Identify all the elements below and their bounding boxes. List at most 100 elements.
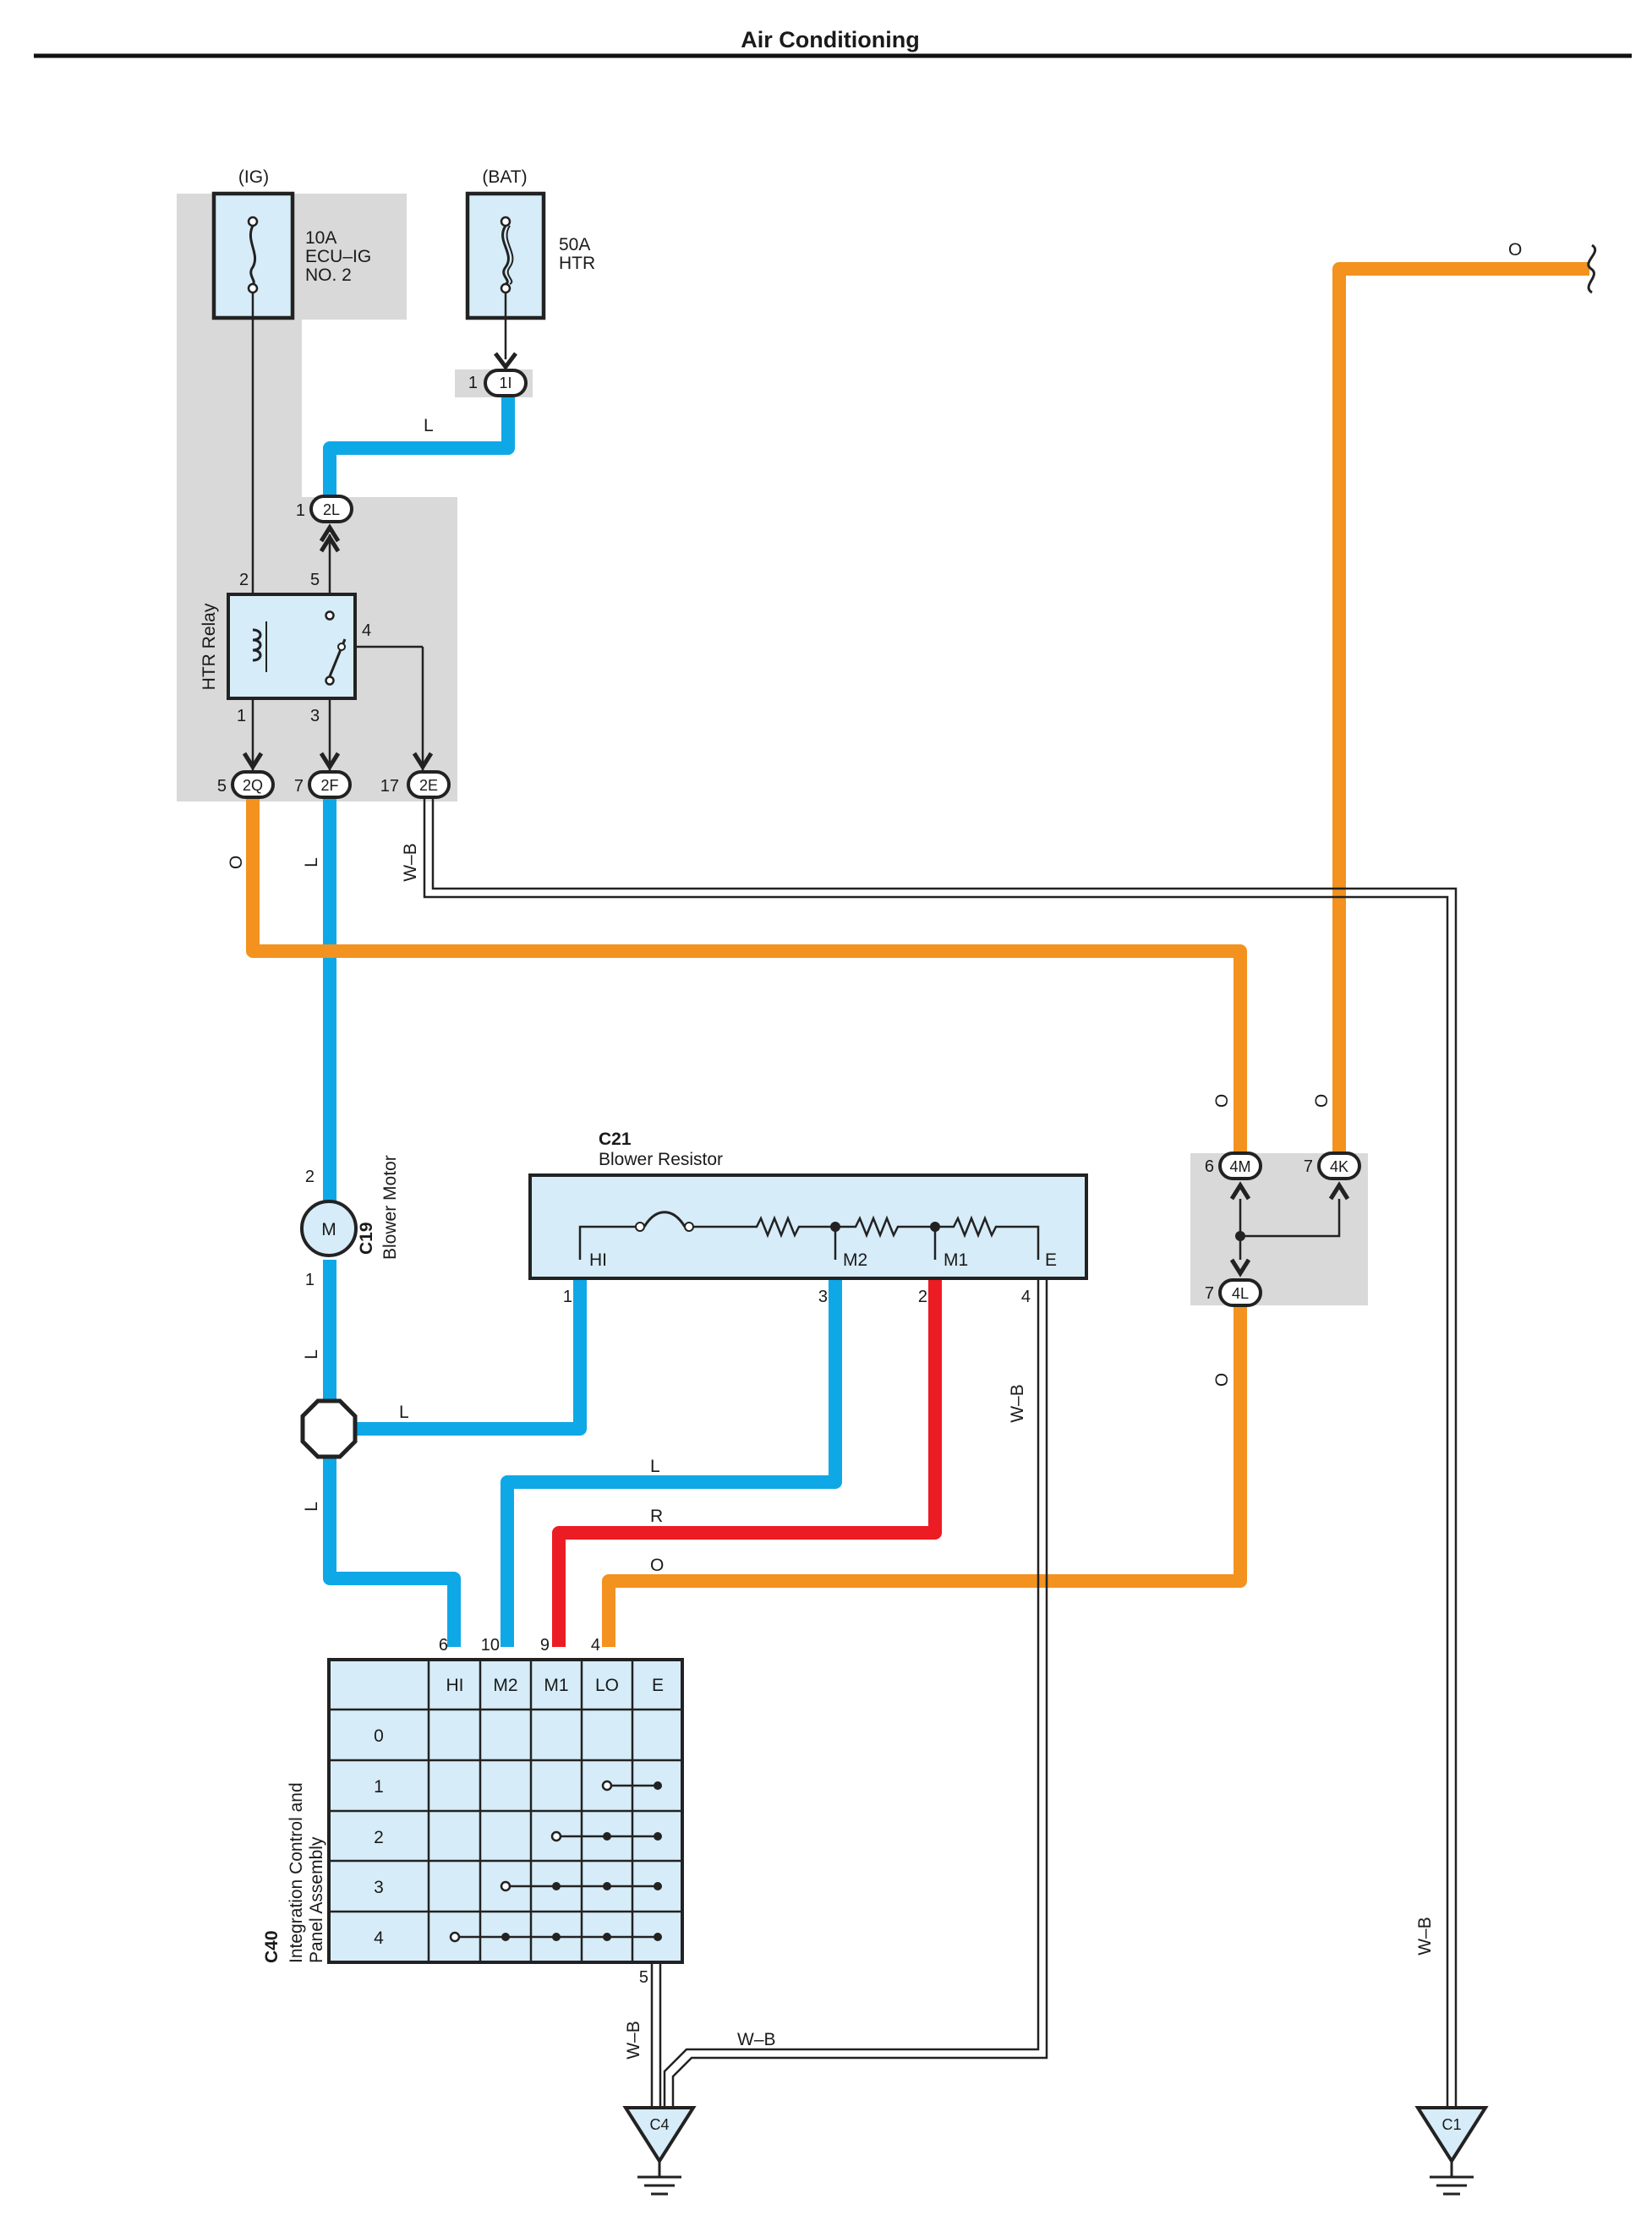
svg-text:L: L: [302, 1502, 321, 1512]
svg-text:2: 2: [305, 1168, 315, 1186]
wire-splice: [300, 1398, 358, 1459]
svg-text:L: L: [424, 416, 434, 435]
connector-4M: 6 4M: [1205, 1152, 1262, 1201]
wires-white-black: [423, 798, 1458, 2108]
svg-text:W–B: W–B: [737, 2030, 776, 2049]
wires-blue: [323, 397, 842, 1647]
svg-text:W–B: W–B: [1008, 1384, 1027, 1423]
svg-text:C1: C1: [1441, 2116, 1461, 2133]
wires-orange: [246, 262, 1589, 1647]
svg-text:2: 2: [918, 1288, 927, 1306]
svg-text:10: 10: [481, 1636, 500, 1655]
svg-text:1: 1: [563, 1288, 572, 1306]
svg-text:ECU–IG: ECU–IG: [305, 247, 371, 266]
svg-text:E: E: [1045, 1250, 1057, 1270]
svg-text:Blower Resistor: Blower Resistor: [599, 1150, 723, 1169]
svg-text:4: 4: [374, 1928, 384, 1948]
svg-text:10A: 10A: [305, 228, 336, 248]
svg-text:7: 7: [1205, 1284, 1214, 1303]
svg-text:4: 4: [1021, 1288, 1031, 1306]
svg-text:O: O: [1508, 240, 1522, 260]
svg-text:R: R: [650, 1507, 663, 1526]
svg-text:4: 4: [362, 621, 371, 640]
svg-text:1: 1: [374, 1777, 384, 1797]
svg-text:3: 3: [818, 1288, 828, 1306]
page-title: Air Conditioning: [741, 27, 919, 52]
svg-text:C21: C21: [599, 1130, 632, 1149]
svg-text:7: 7: [1304, 1157, 1313, 1176]
svg-text:5: 5: [310, 571, 320, 589]
ground-c1: C1: [1414, 2106, 1489, 2196]
svg-text:4K: 4K: [1330, 1158, 1348, 1175]
svg-text:Blower Motor: Blower Motor: [380, 1155, 400, 1260]
svg-text:L: L: [650, 1457, 660, 1476]
svg-text:C4: C4: [649, 2116, 669, 2133]
svg-text:W–B: W–B: [624, 2021, 643, 2060]
svg-text:2F: 2F: [320, 777, 338, 794]
svg-text:HI: HI: [589, 1250, 607, 1270]
svg-text:2E: 2E: [419, 777, 438, 794]
svg-text:4M: 4M: [1229, 1158, 1250, 1175]
svg-text:C40: C40: [262, 1930, 282, 1963]
junction-block-shading: [177, 194, 1368, 1305]
connector-2L: 1 2L: [296, 495, 353, 553]
svg-text:L: L: [302, 857, 321, 867]
svg-text:Panel Assembly: Panel Assembly: [307, 1836, 326, 1963]
svg-text:L: L: [399, 1403, 409, 1422]
svg-text:2: 2: [239, 571, 249, 589]
svg-text:O: O: [1212, 1373, 1232, 1387]
svg-text:HTR: HTR: [559, 254, 595, 273]
svg-text:O: O: [1212, 1094, 1232, 1108]
svg-text:M: M: [321, 1220, 336, 1239]
junction-4-internal: [1235, 1199, 1341, 1260]
svg-text:O: O: [1312, 1094, 1332, 1108]
svg-text:2: 2: [374, 1828, 384, 1847]
blower-motor: M 2 1 C19 Blower Motor: [300, 1155, 400, 1289]
connector-1I: 1 1I: [468, 352, 528, 397]
svg-text:M2: M2: [493, 1676, 517, 1695]
svg-text:2Q: 2Q: [243, 777, 263, 794]
svg-text:HI: HI: [446, 1676, 464, 1695]
svg-text:3: 3: [310, 707, 320, 725]
svg-text:1: 1: [237, 707, 246, 725]
svg-text:1: 1: [305, 1271, 315, 1289]
connector-2E: 17 2E: [380, 752, 451, 799]
fuse-htr: (BAT) 50A HTR: [465, 167, 595, 320]
connector-2Q: 5 2Q: [217, 752, 275, 799]
svg-text:O: O: [227, 856, 246, 869]
svg-text:3: 3: [374, 1878, 384, 1897]
svg-text:W–B: W–B: [1415, 1917, 1435, 1956]
svg-text:(IG): (IG): [238, 167, 269, 187]
svg-text:2L: 2L: [323, 501, 340, 518]
wire-break-mark: [1587, 243, 1597, 294]
svg-text:9: 9: [540, 1636, 550, 1655]
svg-text:HTR Relay: HTR Relay: [200, 603, 219, 690]
svg-text:M2: M2: [843, 1250, 867, 1270]
svg-text:17: 17: [380, 777, 399, 796]
svg-text:E: E: [652, 1676, 664, 1695]
svg-text:1: 1: [468, 374, 478, 392]
connector-4K: 7 4K: [1304, 1152, 1361, 1201]
svg-text:NO. 2: NO. 2: [305, 265, 352, 285]
svg-text:C19: C19: [357, 1222, 376, 1255]
svg-text:0: 0: [374, 1726, 384, 1746]
svg-text:6: 6: [439, 1636, 448, 1655]
svg-text:6: 6: [1205, 1157, 1214, 1176]
svg-text:5: 5: [639, 1968, 648, 1987]
svg-text:LO: LO: [595, 1676, 619, 1695]
svg-text:W–B: W–B: [401, 843, 420, 882]
connector-4L: 7 4L: [1205, 1258, 1262, 1307]
wire-labels: L O O L W–B O O O L L L L R O W–B W–B W–…: [227, 240, 1522, 2060]
blower-resistor: C21 Blower Resistor HI M2 M1 E 1 3 2 4: [528, 1130, 1088, 1306]
svg-text:7: 7: [294, 777, 304, 796]
svg-text:Integration Control and: Integration Control and: [287, 1782, 306, 1963]
svg-text:5: 5: [217, 777, 227, 796]
ground-c4: C4: [622, 2106, 697, 2196]
svg-text:1I: 1I: [499, 375, 511, 391]
svg-text:4L: 4L: [1232, 1285, 1249, 1302]
svg-text:L: L: [302, 1349, 321, 1359]
svg-text:O: O: [650, 1556, 664, 1575]
svg-text:M1: M1: [944, 1250, 968, 1270]
svg-text:(BAT): (BAT): [482, 167, 527, 187]
